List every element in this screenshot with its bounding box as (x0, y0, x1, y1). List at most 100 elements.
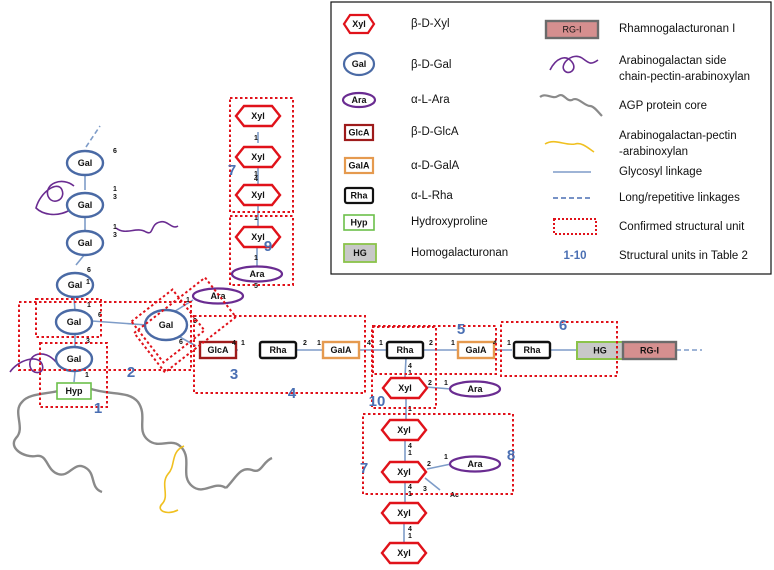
legend-glycosyl-text: Glycosyl linkage (619, 166, 702, 178)
legend-hg-symbol (343, 243, 377, 263)
legend-agpa-symbol (544, 140, 595, 153)
legend: Xyl β-D-Xyl Gal β-D-Gal Ara α-L-Ara GlcA… (330, 1, 772, 275)
link-number-v: 1 (451, 340, 455, 347)
link-number-aq: 1 (254, 255, 258, 262)
link-number-ad: 4 (408, 443, 412, 450)
link-number-a: 6 (113, 148, 117, 155)
legend-border (330, 1, 772, 275)
legend-units-range: 1-10 (563, 250, 586, 262)
unit-number-5: 5 (457, 321, 465, 338)
link-number-ab: 1 (444, 380, 448, 387)
legend-ara-symbol-label: Ara (351, 95, 367, 105)
link-xyl-ara-a (425, 386, 452, 390)
ara-residue-r2 (448, 455, 502, 473)
link-number-al: 1 (408, 533, 412, 540)
xyl-unit7-1-label: Xyl (251, 111, 265, 121)
unit-box-2 (18, 301, 192, 371)
gal-branch-residue-label: Gal (159, 320, 174, 330)
link-number-t: 1 (379, 340, 383, 347)
legend-hg-text: Homogalacturonan (411, 247, 508, 259)
link-number-o: 4 (232, 340, 236, 347)
glycosyl-linkages (9, 125, 702, 543)
rha-residue-3 (512, 340, 552, 360)
legend-confirmed-text: Confirmed structural unit (619, 221, 745, 233)
link-number-u: 2 (429, 340, 433, 347)
xyl-residue-r3-label: Xyl (397, 467, 411, 477)
xyl-residue-r2 (380, 418, 428, 442)
link-number-an: 4 (254, 176, 258, 183)
legend-hyp-symbol (343, 214, 375, 231)
link-number-aj: 1 (408, 491, 412, 498)
gal-residue-2-label: Gal (78, 200, 93, 210)
xyl-residue-r1 (381, 376, 429, 400)
acetyl-label: Ac (450, 492, 459, 499)
rha-residue-1-label: Rha (269, 345, 287, 355)
legend-hg-symbol-label: HG (353, 248, 367, 258)
xyl-unit7-1 (234, 104, 282, 128)
link-number-ai: 4 (408, 484, 412, 491)
ara-residue-r1-label: Ara (467, 384, 483, 394)
rha-residue-2-label: Rha (396, 345, 414, 355)
unit-number-10: 10 (369, 393, 386, 410)
gal-residue-2 (65, 191, 105, 219)
gal-residue-4-label: Gal (68, 280, 83, 290)
legend-gal-symbol (342, 51, 376, 77)
legend-agpa-text-1: Arabinogalactan-pectin (619, 130, 737, 142)
xyl-unit7-3 (234, 183, 282, 207)
link-number-s: 4 (367, 340, 371, 347)
ara-residue-r2-label: Ara (467, 459, 483, 469)
unit-number-2: 2 (127, 364, 135, 381)
legend-ara-symbol (341, 91, 377, 109)
xyl-residue-r5-label: Xyl (397, 548, 411, 558)
link-number-y: 4 (408, 363, 412, 370)
link-number-ak: 4 (408, 526, 412, 533)
link-number-am: 1 (254, 135, 258, 142)
link-galbig-glca (177, 335, 197, 347)
xyl-unit7-2 (234, 145, 282, 169)
legend-hyp-symbol-label: Hyp (350, 218, 368, 228)
legend-rgi-symbol-label: RG-I (563, 25, 582, 35)
gal-residue-3 (65, 229, 105, 257)
xyl-residue-r3 (380, 460, 428, 484)
unit-number-1: 1 (94, 400, 102, 417)
agp-protein-core-tail (225, 456, 273, 489)
rgi-block (621, 340, 678, 361)
unit-number-3: 3 (230, 366, 238, 383)
legend-agpa-text-2: -arabinoxylan (619, 146, 688, 158)
gala-residue-1 (321, 340, 361, 360)
legend-glca-text: β-D-GlcA (411, 126, 459, 138)
unit-box-8 (362, 413, 514, 495)
link-number-e: 3 (113, 232, 117, 239)
gal-residue-6-label: Gal (67, 354, 82, 364)
legend-xyl-symbol-label: Xyl (352, 19, 366, 29)
hyp-residue (56, 382, 92, 400)
legend-gala-symbol (343, 156, 375, 175)
rha-residue-3-label: Rha (523, 345, 541, 355)
unit-box-4 (193, 315, 366, 394)
ara-unit9 (230, 265, 284, 283)
xyl-unit7-2-label: Xyl (251, 152, 265, 162)
link-number-d: 1 (113, 224, 117, 231)
legend-ara-text: α-L-Ara (411, 94, 450, 106)
rha-residue-2 (385, 340, 425, 360)
unit-number-9: 9 (264, 238, 272, 255)
unit-number-7: 7 (228, 162, 236, 179)
long-linkage-top (85, 125, 101, 148)
gal-residue-4 (55, 271, 95, 299)
legend-rgi-text: Rhamnogalacturonan I (619, 23, 735, 35)
legend-glca-symbol (343, 123, 375, 142)
link-number-ae: 1 (408, 450, 412, 457)
unit-box-7-top (229, 97, 294, 213)
link-number-h: 1 (87, 302, 91, 309)
rgi-block-label: RG-I (640, 346, 659, 356)
link-number-ag: 1 (444, 454, 448, 461)
legend-agp-symbol (539, 94, 603, 117)
link-number-k: 1 (85, 372, 89, 379)
legend-long-text: Long/repetitive linkages (619, 192, 740, 204)
unit-box-1 (39, 342, 108, 408)
side-chain-lower-left (9, 353, 57, 374)
link-ac (424, 477, 441, 491)
link-number-ac: 1 (408, 406, 412, 413)
gala-residue-2-label: GalA (465, 345, 487, 355)
